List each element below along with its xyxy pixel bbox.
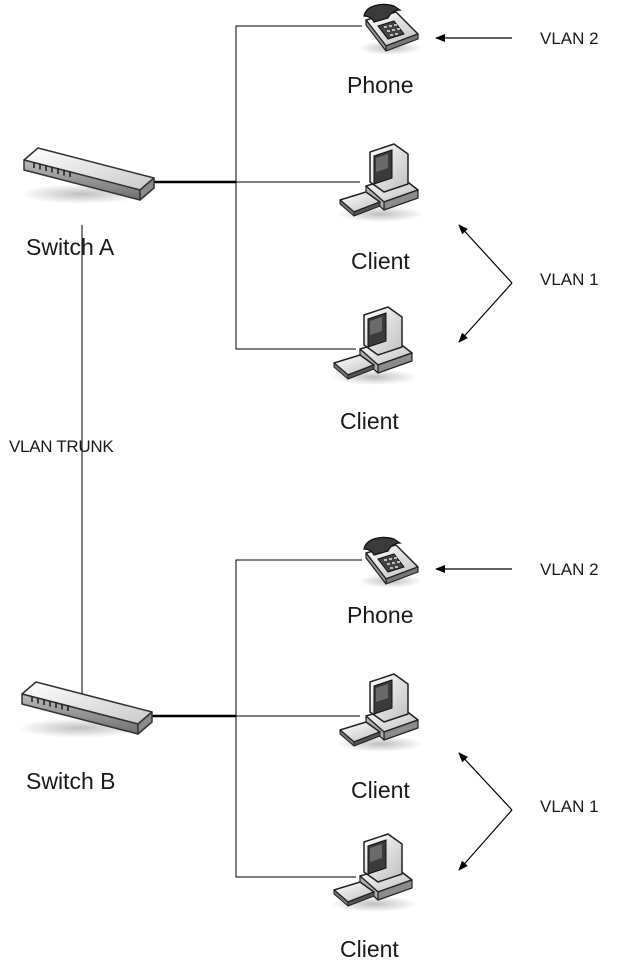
bottom-vlan1-label: VLAN 1: [540, 797, 599, 816]
vlan1-arrow-bottom-down: [458, 809, 513, 871]
desktop-computer-icon: [335, 143, 425, 223]
top-phone-label: Phone: [347, 72, 414, 98]
switch-a-phone-link: [235, 25, 362, 182]
switch-a-label: Switch A: [26, 234, 115, 260]
desktop-computer-icon: [329, 833, 419, 913]
switch-b-client-link-2: [235, 716, 356, 878]
top-vlan2-label: VLAN 2: [540, 29, 599, 48]
switch-a-client-link-2: [235, 182, 356, 350]
vlan1-arrow-top-down: [458, 282, 513, 343]
top-client-1-label: Client: [351, 248, 410, 274]
bottom-phone-label: Phone: [347, 602, 414, 628]
switch-b-phone-link: [235, 559, 362, 716]
desk-phone-icon: [357, 536, 423, 589]
vlan1-arrow-bottom-up: [458, 752, 513, 811]
desktop-computer-icon: [335, 673, 425, 753]
switch-b-label: Switch B: [26, 768, 116, 794]
bottom-client-2-label: Client: [340, 936, 399, 962]
desktop-computer-icon: [329, 306, 419, 386]
vlan-trunk-label: VLAN TRUNK: [9, 437, 114, 456]
switch-icon: [17, 681, 153, 739]
top-client-2-label: Client: [340, 408, 399, 434]
vlan1-arrow-top-up: [458, 224, 513, 284]
top-vlan1-label: VLAN 1: [540, 270, 599, 289]
desk-phone-icon: [357, 3, 423, 56]
bottom-client-1-label: Client: [351, 777, 410, 803]
switch-icon: [19, 147, 155, 205]
bottom-vlan2-label: VLAN 2: [540, 560, 599, 579]
